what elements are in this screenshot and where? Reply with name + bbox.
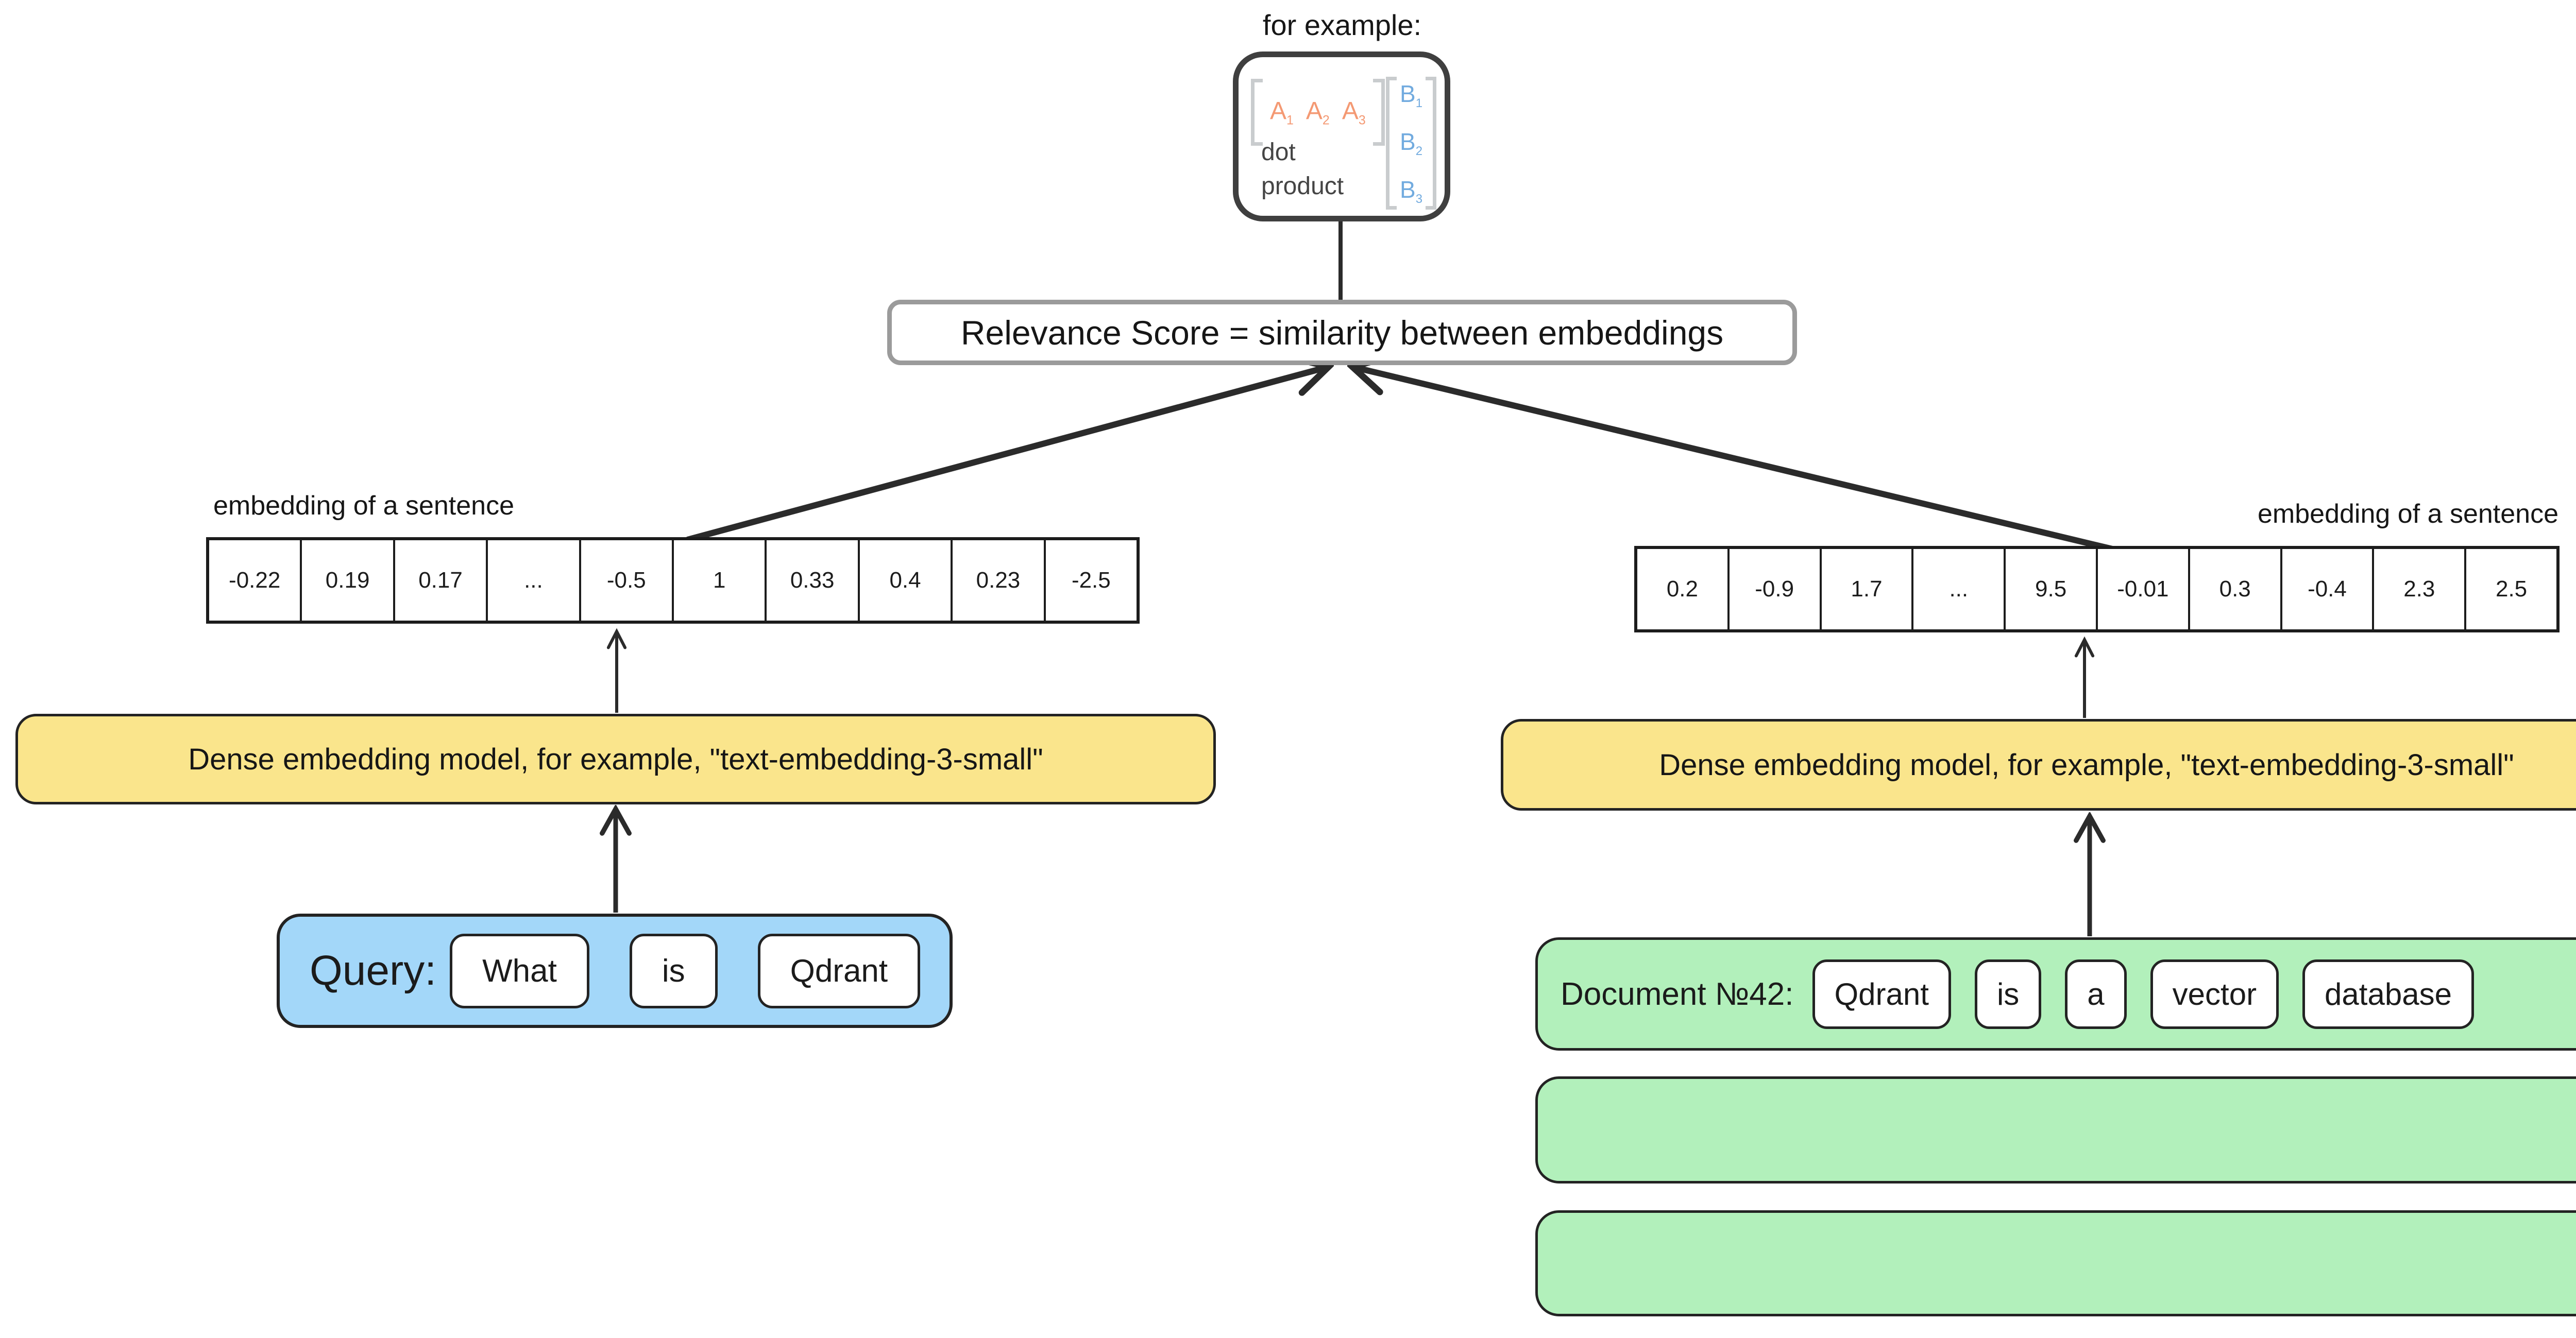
embedding-value-cell: -0.22 [229, 568, 281, 593]
row-vector-a: A1 A2 A3 [1251, 79, 1385, 146]
document-token-chip: a [2065, 959, 2127, 1029]
vector-b-element: B2 [1400, 128, 1422, 159]
embedding-value-cell: -0.5 [579, 540, 672, 621]
embedding-value-cell: ... [1911, 549, 2004, 629]
bracket-left-icon [1386, 77, 1397, 210]
relevance-score-text: Relevance Score = similarity between emb… [960, 313, 1724, 352]
embedding-value-cell: 0.17 [393, 540, 486, 621]
vector-a-element: A1 [1270, 97, 1294, 128]
relevance-score-box: Relevance Score = similarity between emb… [887, 300, 1797, 365]
embedding-value-cell: 1.7 [1819, 549, 1912, 629]
embedding-value-cell: 1 [672, 540, 765, 621]
document-token-chip: database [2302, 959, 2474, 1029]
left-dense-model-text: Dense embedding model, for example, "tex… [188, 742, 1043, 776]
arrow-right-vector-to-relevance [1356, 368, 2113, 552]
query-token-chip: What [450, 933, 589, 1008]
right-dense-model-text: Dense embedding model, for example, "tex… [1659, 748, 2514, 782]
document-card-empty [1535, 1210, 2576, 1316]
bracket-right-icon [1426, 77, 1436, 210]
document-token-chip: is [1974, 959, 2042, 1029]
embedding-value-cell: 2.3 [2372, 549, 2464, 629]
document-token-chip: Qdrant [1812, 959, 1951, 1029]
embedding-value-cell: 0.3 [2188, 549, 2280, 629]
query-token-chip: Qdrant [757, 933, 921, 1008]
arrow-left-vector-to-relevance [686, 368, 1325, 543]
dot-product-caption: dot product [1261, 138, 1344, 200]
embedding-value-cell: -2.5 [1043, 540, 1137, 621]
query-label: Query: [310, 947, 437, 994]
embedding-value-cell: -0.9 [1727, 549, 1820, 629]
embedding-value-cell: 0.4 [857, 540, 951, 621]
embedding-value-cell: -0.4 [2280, 549, 2372, 629]
embedding-value-cell: 0.19 [300, 540, 393, 621]
embedding-value-cell: 9.5 [2004, 549, 2096, 629]
document-card-empty [1535, 1076, 2576, 1183]
embedding-value-cell: -0.01 [2095, 549, 2188, 629]
document-label: Document №42: [1561, 976, 1794, 1012]
vector-b-element: B1 [1400, 80, 1422, 111]
embedding-value-cell: 2.5 [2464, 549, 2556, 629]
embedding-value-cell: ... [486, 540, 579, 621]
document-token-chip: vector [2150, 959, 2279, 1029]
bracket-left-icon [1251, 79, 1263, 146]
left-embedding-label: embedding of a sentence [213, 491, 514, 521]
vector-a-element: A2 [1306, 97, 1330, 128]
vector-a-element: A3 [1342, 97, 1366, 128]
bracket-right-icon [1372, 79, 1385, 146]
right-dense-model-box: Dense embedding model, for example, "tex… [1501, 719, 2576, 811]
vector-b-element: B3 [1400, 176, 1422, 206]
for-example-label: for example: [1262, 9, 1422, 41]
left-dense-model-box: Dense embedding model, for example, "tex… [15, 714, 1216, 804]
query-token-chip: is [629, 933, 718, 1008]
right-embedding-label: embedding of a sentence [2258, 499, 2558, 529]
embedding-value-cell: 0.23 [951, 540, 1043, 621]
embedding-value-cell: 0.2 [1666, 576, 1698, 602]
embedding-value-cell: 0.33 [765, 540, 857, 621]
